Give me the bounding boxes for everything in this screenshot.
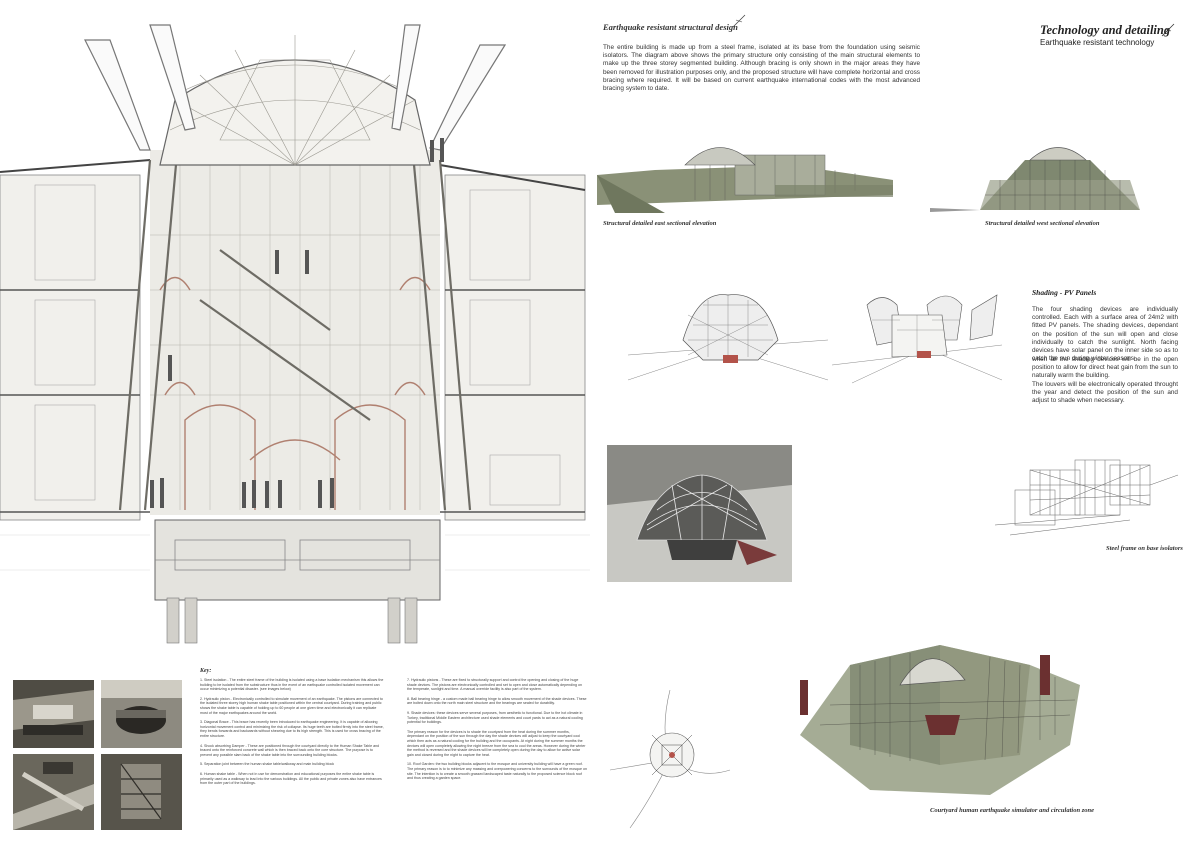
east-elevation-image — [595, 125, 895, 215]
steel-frame-caption: Steel frame on base isolators — [1106, 545, 1183, 552]
isolator-photo-3 — [13, 754, 94, 830]
key-title: Key: — [200, 668, 212, 674]
key-item-9b: The primary reason for the devices is to… — [407, 729, 586, 757]
key-item-9: 9. Shade devices: these devices serve se… — [407, 710, 583, 725]
compass-icon — [732, 14, 746, 28]
page-subtitle: Earthquake resistant technology — [1040, 38, 1155, 47]
shading-open-image — [832, 285, 1002, 385]
key-item-3: 3. Diagonal Brace - This brace has recen… — [200, 720, 384, 738]
east-elevation-caption: Structural detailed east sectional eleva… — [603, 220, 717, 227]
isolator-photo-4 — [101, 754, 182, 830]
key-item-8: 8. Ball bearing hinge - a custom made ba… — [407, 696, 587, 706]
west-elevation-caption: Structural detailed west sectional eleva… — [985, 220, 1100, 227]
key-item-4: 4. Shock absorbing Damper - These are po… — [200, 743, 380, 757]
site-plan-image — [600, 690, 740, 830]
structural-text: The entire building is made up from a st… — [603, 44, 920, 93]
steel-frame-image — [990, 455, 1180, 550]
structural-heading: Earthquake resistant structural design — [603, 22, 738, 32]
courtyard-render-image — [790, 625, 1090, 800]
key-item-1: 1. Steel isolation - The entire steel fr… — [200, 678, 384, 692]
key-item-5: 5. Separation joint between the human sh… — [200, 762, 335, 767]
main-section-drawing — [0, 0, 590, 650]
key-item-7: 7. Hydraulic pistons - These are fixed t… — [407, 678, 582, 692]
key-item-6: 6. Human shake table - When not in use f… — [200, 771, 382, 786]
isolator-photo-2 — [101, 680, 182, 748]
west-elevation-image — [930, 130, 1170, 215]
courtyard-caption: Courtyard human earthquake simulator and… — [930, 807, 1094, 814]
key-column-1: 1. Steel isolation - The entire steel fr… — [200, 678, 385, 791]
shading-text-1: The four shading devices are individuall… — [1032, 306, 1178, 363]
page-title: Technology and detailing — [1040, 23, 1171, 37]
key-item-2: 2. Hydraulic piston - Electronically con… — [200, 696, 383, 715]
compass-icon — [1160, 22, 1176, 38]
key-column-2: 7. Hydraulic pistons - These are fixed t… — [407, 678, 587, 786]
key-item-10: 10. Roof Garden: the two building blocks… — [407, 762, 587, 781]
dome-render-image — [607, 445, 792, 582]
shading-text-3: The louvers will be electronically opera… — [1032, 381, 1178, 405]
shading-heading: Shading - PV Panels — [1032, 288, 1097, 297]
isolator-photo-1 — [13, 680, 94, 748]
shading-text-2: when all the shading devices will be in … — [1032, 356, 1178, 380]
shading-closed-image — [628, 285, 828, 385]
